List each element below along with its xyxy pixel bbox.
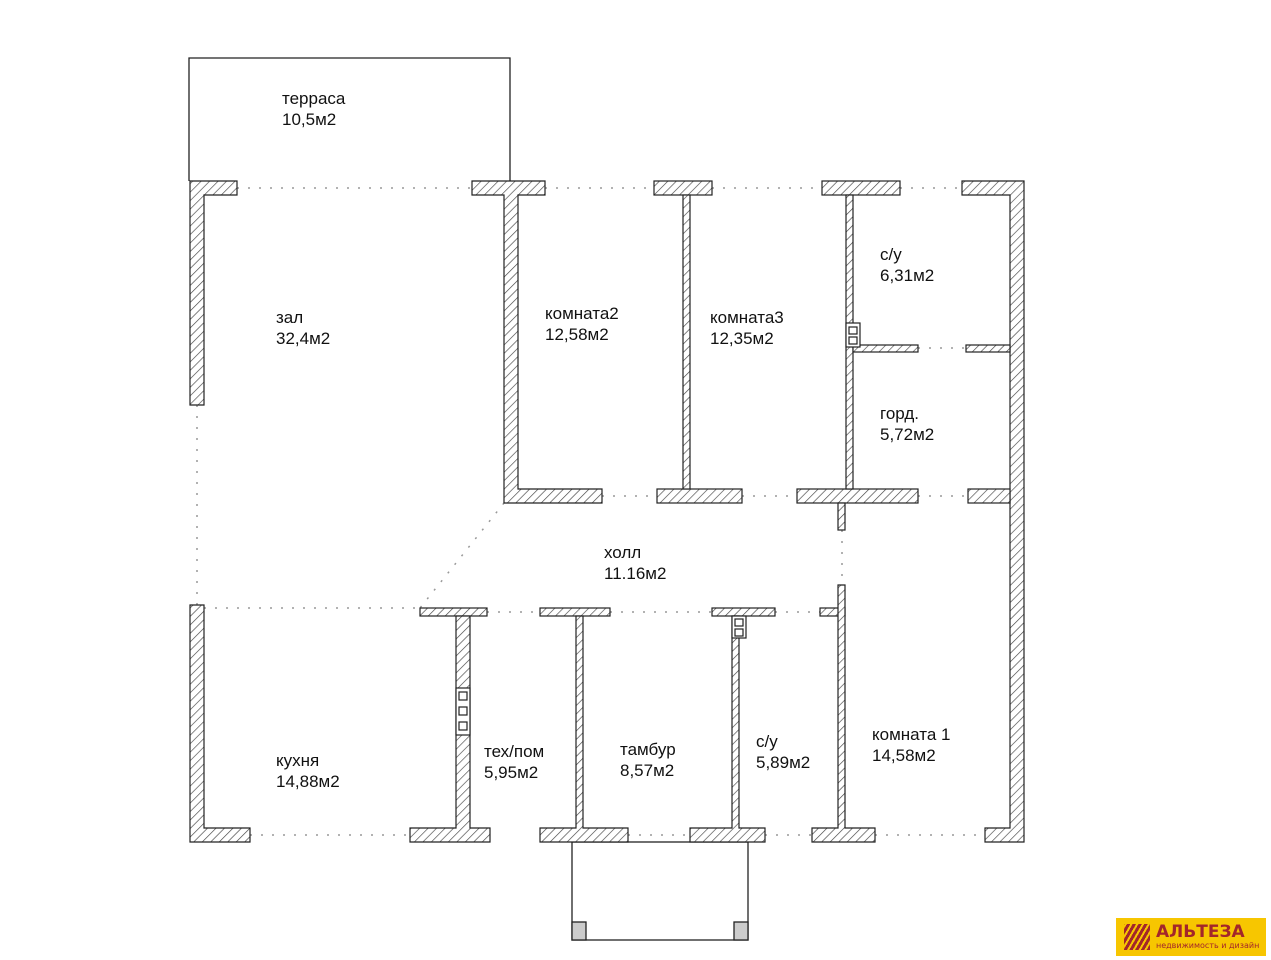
room-label-utility: тех/пом 5,95м2: [484, 741, 544, 783]
ventilation-ducts: [455, 322, 861, 736]
room-area: 11.16м2: [604, 564, 667, 583]
room-label-room3: комната3 12,35м2: [710, 307, 784, 349]
room-area: 12,35м2: [710, 329, 774, 348]
openings: [196, 187, 985, 836]
room-name: кухня: [276, 751, 320, 770]
room-label-wardrobe: горд. 5,72м2: [880, 403, 934, 445]
room-name: терраса: [282, 89, 346, 108]
room-name: с/у: [756, 732, 778, 751]
room-name: зал: [276, 308, 304, 327]
room-area: 5,72м2: [880, 425, 935, 444]
room-name: горд.: [880, 404, 919, 423]
room-name: комната3: [710, 308, 784, 327]
room-area: 32,4м2: [276, 329, 331, 348]
logo-subtitle: недвижимость и дизайн: [1156, 941, 1260, 950]
room-label-terrace: терраса 10,5м2: [282, 88, 345, 130]
logo-title: АЛЬТЕЗА: [1156, 922, 1245, 942]
terrace-outline: [188, 57, 749, 941]
logo-mark-icon: [1124, 924, 1150, 950]
room-name: с/у: [880, 245, 902, 264]
room-name: тамбур: [620, 740, 676, 759]
room-area: 10,5м2: [282, 110, 337, 129]
room-area: 14,58м2: [872, 746, 936, 765]
altеza-logo: АЛЬТЕЗА недвижимость и дизайн: [1116, 918, 1266, 956]
room-name: тех/пом: [484, 742, 545, 761]
room-area: 5,95м2: [484, 763, 539, 782]
room-name: комната 1: [872, 725, 951, 744]
room-name: комната2: [545, 304, 619, 323]
room-label-bathroom1: с/у 6,31м2: [880, 244, 934, 286]
room-label-room2: комната2 12,58м2: [545, 303, 619, 345]
room-label-bathroom2: с/у 5,89м2: [756, 731, 810, 773]
room-area: 12,58м2: [545, 325, 609, 344]
room-name: холл: [604, 543, 642, 562]
room-area: 6,31м2: [880, 266, 935, 285]
room-label-room1: комната 1 14,58м2: [872, 724, 950, 766]
room-label-kitchen: кухня 14,88м2: [276, 750, 340, 792]
room-label-vestibule: тамбур 8,57м2: [620, 739, 676, 781]
room-area: 5,89м2: [756, 753, 811, 772]
room-area: 14,88м2: [276, 772, 340, 791]
room-label-hall: зал 32,4м2: [276, 307, 330, 349]
room-area: 8,57м2: [620, 761, 675, 780]
room-label-hallway: холл 11.16м2: [604, 542, 666, 584]
walls: [189, 180, 1025, 843]
